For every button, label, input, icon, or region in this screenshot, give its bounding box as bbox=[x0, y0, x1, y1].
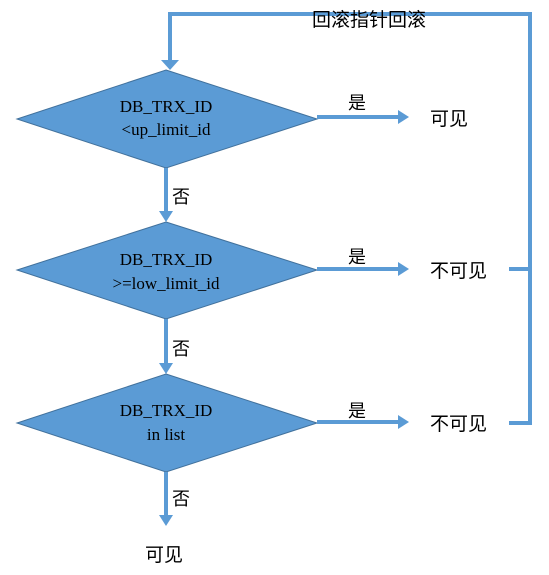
no-arrowhead-2 bbox=[159, 363, 173, 374]
yes-label-2: 是 bbox=[348, 247, 366, 268]
no-arrowhead-3 bbox=[159, 515, 173, 526]
yes-label-1: 是 bbox=[348, 93, 366, 114]
no-label-2: 否 bbox=[172, 339, 190, 360]
yes-arrowhead-2 bbox=[398, 262, 409, 276]
no-label-1: 否 bbox=[172, 187, 190, 208]
rollback-loop-connector bbox=[168, 12, 532, 425]
outcome-invisible-1: 不可见 bbox=[430, 260, 487, 282]
decision-up-limit-line1: DB_TRX_ID bbox=[120, 97, 213, 116]
outcome-visible-1: 可见 bbox=[430, 108, 468, 130]
yes-label-3: 是 bbox=[348, 401, 366, 422]
decision-in-list-line2: in list bbox=[147, 425, 186, 444]
yes-arrowhead-3 bbox=[398, 415, 409, 429]
decision-low-limit-line1: DB_TRX_ID bbox=[120, 250, 213, 269]
no-arrowhead-1 bbox=[159, 211, 173, 222]
decision-in-list bbox=[15, 373, 319, 473]
yes-arrowhead-1 bbox=[398, 110, 409, 124]
no-label-3: 否 bbox=[172, 489, 190, 510]
outcome-invisible-2: 不可见 bbox=[430, 413, 487, 435]
outcome-visible-final: 可见 bbox=[145, 544, 183, 566]
decision-low-limit bbox=[15, 221, 319, 320]
decision-up-limit-line2: <up_limit_id bbox=[122, 120, 211, 139]
rollback-loop-arrowhead bbox=[161, 60, 179, 70]
loop-label: 回滚指针回滚 bbox=[312, 9, 426, 31]
decision-up-limit bbox=[15, 69, 319, 169]
decision-in-list-line1: DB_TRX_ID bbox=[120, 401, 213, 420]
decision-low-limit-line2: >=low_limit_id bbox=[112, 274, 220, 293]
